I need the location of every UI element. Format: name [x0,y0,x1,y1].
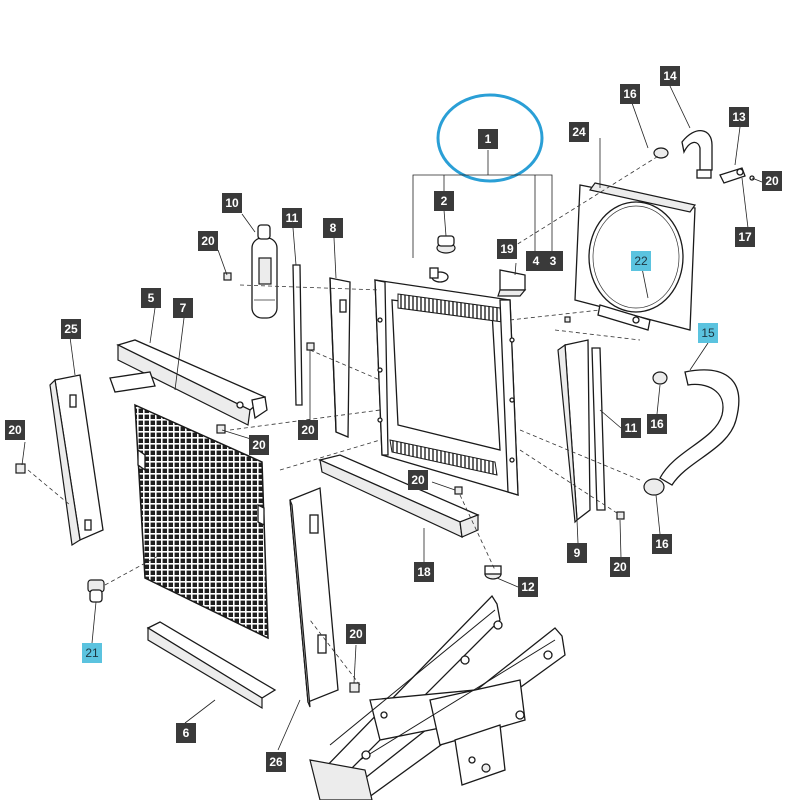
callout-3: 3 [543,251,563,271]
callout-7: 7 [173,298,193,318]
side-bracket-right [329,277,351,438]
callout-20-radiator: 20 [408,470,428,490]
chassis-frame [309,594,566,800]
callout-21: 21 [82,643,102,663]
callout-24: 24 [569,122,589,142]
seal-strip-left [292,264,303,406]
callout-6: 6 [176,723,196,743]
callout-9: 9 [567,543,587,563]
callout-2: 2 [434,191,454,211]
side-bracket-9 [557,339,591,524]
callout-16-top: 16 [620,84,640,104]
callout-16-middle: 16 [647,414,667,434]
callout-11-left: 11 [282,208,302,228]
callout-20-strip: 20 [298,420,318,440]
callout-20-bracket: 20 [249,435,269,455]
bolts [15,272,625,773]
rubber-mount [484,565,502,580]
callout-13: 13 [729,107,749,127]
callout-5: 5 [141,288,161,308]
callout-1: 1 [478,129,498,149]
callout-4: 4 [526,251,546,271]
radiator [374,267,519,496]
knob [87,579,105,603]
lower-hose [643,369,740,496]
callout-17: 17 [735,227,755,247]
callout-18: 18 [414,562,434,582]
callout-16-bottom: 16 [652,534,672,554]
mesh-screen [134,403,269,640]
callout-25: 25 [61,319,81,339]
callout-8: 8 [323,218,343,238]
callout-20-fitting: 20 [762,171,782,191]
highlight-ellipse [436,93,544,183]
fittings [719,167,755,184]
upper-hose [653,130,713,179]
radiator-cap [436,235,456,254]
expansion-tank [251,224,278,319]
alignment-lines [27,154,661,686]
callout-20-right: 20 [610,557,630,577]
callout-12: 12 [518,577,538,597]
callout-20-left: 20 [5,420,25,440]
callout-15: 15 [698,323,718,343]
lower-rail [146,621,277,710]
callout-10: 10 [222,193,242,213]
upper-bracket [109,339,268,426]
callout-11-right: 11 [621,418,641,438]
callout-22: 22 [631,251,651,271]
callout-14: 14 [660,66,680,86]
callout-20-bottom: 20 [346,624,366,644]
callout-19: 19 [497,239,517,259]
seal-strip-right [591,347,606,511]
left-side-plate [49,374,104,547]
callout-26: 26 [266,752,286,772]
callout-20-tank: 20 [198,231,218,251]
foam-bar [318,454,480,539]
foam-block [497,269,527,297]
lower-side-plate [289,487,339,708]
